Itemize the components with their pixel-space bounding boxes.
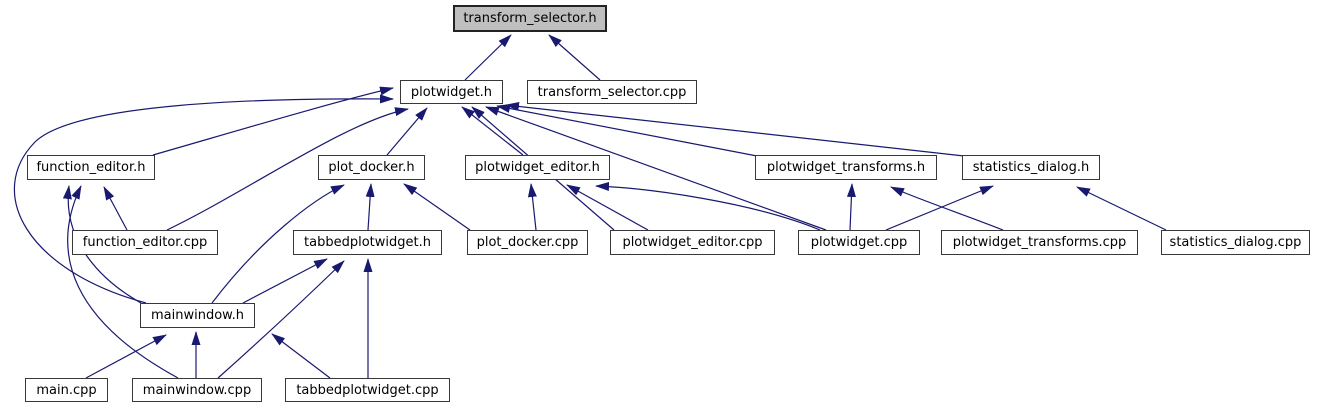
node-plotwidget_cpp[interactable]: plotwidget.cpp [798,230,920,255]
node-plotwidget_transforms_cpp[interactable]: plotwidget_transforms.cpp [941,230,1138,255]
node-plot_docker_h[interactable]: plot_docker.h [318,155,425,180]
edge-function_editor_cpp-to-plotwidget_h [166,107,409,231]
edge-plotwidget_cpp-to-statistics_dialog_h [885,185,994,231]
node-mainwindow_cpp[interactable]: mainwindow.cpp [132,378,262,402]
edge-mainwindow_cpp-to-tabbedplotwidget_h [217,260,345,379]
node-plot_docker_cpp[interactable]: plot_docker.cpp [467,230,588,255]
node-mainwindow_h[interactable]: mainwindow.h [140,303,255,328]
node-function_editor_cpp[interactable]: function_editor.cpp [72,230,218,255]
edge-tabbedplotwidget_cpp-to-mainwindow_h [271,333,331,379]
edge-mainwindow_h-to-function_editor_h [62,185,142,304]
node-statistics_dialog_cpp[interactable]: statistics_dialog.cpp [1161,230,1310,255]
edge-tabbedplotwidget_h-to-plot_docker_h [365,183,375,231]
edge-statistics_dialog_h-to-plotwidget_h [505,101,965,157]
edge-mainwindow_h-to-plotwidget_h [13,94,394,304]
edge-plotwidget_cpp-to-plotwidget_transforms_h [846,183,856,231]
node-statistics_dialog_h[interactable]: statistics_dialog.h [962,155,1100,180]
edge-plot_docker_h-to-plotwidget_h [386,107,428,156]
node-plotwidget_editor_cpp[interactable]: plotwidget_editor.cpp [610,230,775,255]
edge-transform_selector_cpp-to-transform_selector_h [548,34,601,81]
node-tabbedplotwidget_h[interactable]: tabbedplotwidget.h [293,230,442,255]
node-plotwidget_editor_h[interactable]: plotwidget_editor.h [465,155,610,180]
edge-plot_docker_cpp-to-plot_docker_h [403,183,471,231]
edge-function_editor_h-to-plotwidget_h [152,86,394,156]
node-plotwidget_transforms_h[interactable]: plotwidget_transforms.h [755,155,937,180]
edge-function_editor_cpp-to-function_editor_h [103,186,128,231]
edge-mainwindow_h-to-tabbedplotwidget_h [242,258,328,304]
edge-statistics_dialog_cpp-to-statistics_dialog_h [1076,186,1167,231]
edge-plotwidget_cpp-to-plotwidget_editor_h [595,181,821,231]
edge-plotwidget_cpp-to-plotwidget_h [485,106,827,231]
node-tabbedplotwidget_cpp[interactable]: tabbedplotwidget.cpp [285,378,450,402]
edge-mainwindow_h-to-plot_docker_h [211,184,345,304]
node-main_cpp[interactable]: main.cpp [25,378,108,402]
node-plotwidget_h[interactable]: plotwidget.h [400,80,503,104]
edge-main_cpp-to-mainwindow_h [85,334,167,379]
node-function_editor_h[interactable]: function_editor.h [27,155,155,180]
node-transform_selector_h[interactable]: transform_selector.h [453,5,607,32]
edge-plotwidget_h-to-transform_selector_h [464,34,512,81]
edge-mainwindow_cpp-to-function_editor_h [67,185,179,379]
edge-plotwidget_transforms_h-to-plotwidget_h [496,104,758,157]
edge-plot_docker_cpp-to-plotwidget_editor_h [527,183,537,231]
edge-plotwidget_editor_cpp-to-plotwidget_editor_h [566,184,649,231]
node-transform_selector_cpp[interactable]: transform_selector.cpp [527,80,697,104]
